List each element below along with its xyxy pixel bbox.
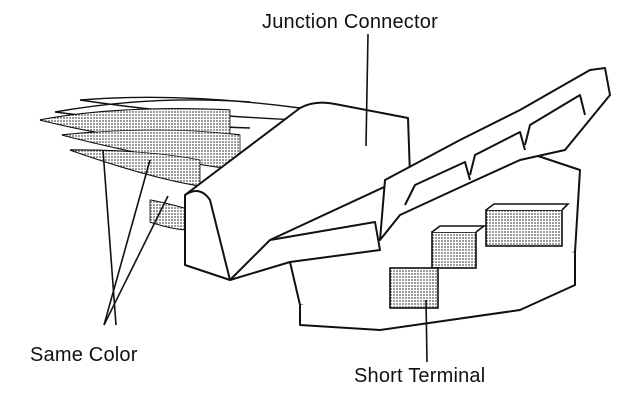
short-terminal-label: Short Terminal xyxy=(354,365,486,387)
junction-leader xyxy=(365,33,369,147)
terminal-cavities xyxy=(389,203,570,309)
short-terminal-leader xyxy=(425,299,428,363)
same-color-wires xyxy=(39,108,241,231)
same-color-leader-2 xyxy=(103,159,151,326)
junction-connector-label: Junction Connector xyxy=(262,11,438,33)
leader-lines xyxy=(102,33,428,363)
latch-lever xyxy=(379,67,611,241)
same-color-label: Same Color xyxy=(30,344,138,366)
short-terminal-part xyxy=(389,267,439,309)
same-color-leader-3 xyxy=(103,195,169,326)
same-color-leader-1 xyxy=(102,149,117,326)
